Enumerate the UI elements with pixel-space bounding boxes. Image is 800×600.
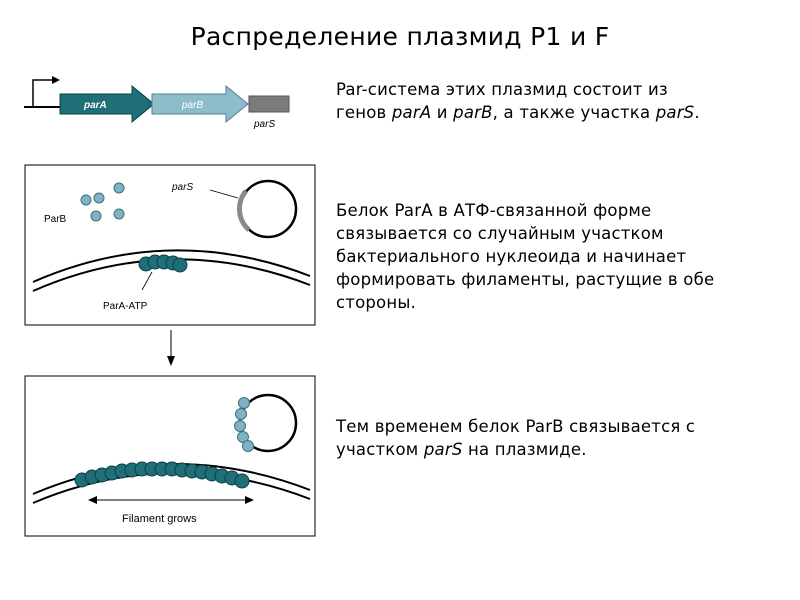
- parS-site-on-plasmid: [237, 189, 251, 232]
- p1-parB-term: parB: [453, 103, 493, 122]
- p1-text: , а также участка: [492, 103, 656, 122]
- parB-gene-arrow: [151, 84, 249, 124]
- panel-1: ParB parS ParA-ATP: [24, 164, 316, 326]
- p3-text: участком: [336, 440, 424, 459]
- p1-parS-term: parS: [655, 103, 695, 122]
- p1-parA-term: parA: [391, 103, 432, 122]
- parS-plasmid-label: parS: [171, 182, 193, 193]
- p1-line1: Par-система этих плазмид состоит из: [336, 80, 668, 99]
- parB-dots: [80, 182, 125, 222]
- paragraph-parA: Белок ParA в АТФ-связанной форме связыва…: [336, 199, 714, 314]
- parB-gene-label: parB: [181, 100, 203, 111]
- gene-diagram: parA parB parS: [24, 76, 290, 130]
- p1-line2: генов parA и parB, а также участка parS.: [336, 101, 700, 124]
- p3-line1: Тем временем белок ParB связывается с: [336, 417, 696, 436]
- down-arrow-icon: [167, 330, 175, 366]
- p1-text: .: [694, 103, 700, 122]
- paragraph-parB: Тем временем белок ParB связывается с уч…: [336, 415, 695, 461]
- panel-2-frame: [24, 375, 316, 537]
- parA-atp-label: ParA-ATP: [103, 301, 148, 312]
- panel-2: Filament grows: [24, 375, 316, 537]
- parB-label: ParB: [44, 214, 67, 225]
- filament-growth-arrow-icon: [88, 496, 254, 504]
- panel-1-frame: [24, 164, 316, 326]
- paragraph-par-system: Par-система этих плазмид состоит из гено…: [336, 78, 700, 124]
- promoter-arrow-icon: [32, 79, 52, 106]
- p3-text: на плазмиде.: [462, 440, 587, 459]
- p3-line2: участком parS на плазмиде.: [336, 438, 695, 461]
- parA-gene-arrow: [59, 84, 155, 124]
- parA-atp-cluster: [138, 254, 188, 273]
- slide-title: Распределение плазмид Р1 и F: [190, 22, 610, 51]
- p2-line: связывается со случайным участком: [336, 224, 664, 243]
- parA-filament: [74, 461, 250, 489]
- p2-line: Белок ParA в АТФ-связанной форме: [336, 201, 652, 220]
- filament-grows-label: Filament grows: [122, 513, 197, 525]
- p3-parS-term: parS: [423, 440, 463, 459]
- nucleoid-dna-strand: [32, 249, 311, 283]
- p1-text: и: [431, 103, 454, 122]
- p2-line: бактериального нуклеоида и начинает: [336, 247, 687, 266]
- parA-gene-label: parA: [83, 100, 107, 111]
- p1-text: генов: [336, 103, 392, 122]
- p2-line: стороны.: [336, 293, 417, 312]
- parB-bound-cluster: [234, 397, 254, 452]
- parS-site-box: [248, 95, 290, 113]
- p2-line: формировать филаменты, растущие в обе: [336, 270, 715, 289]
- parS-gene-label: parS: [253, 119, 275, 130]
